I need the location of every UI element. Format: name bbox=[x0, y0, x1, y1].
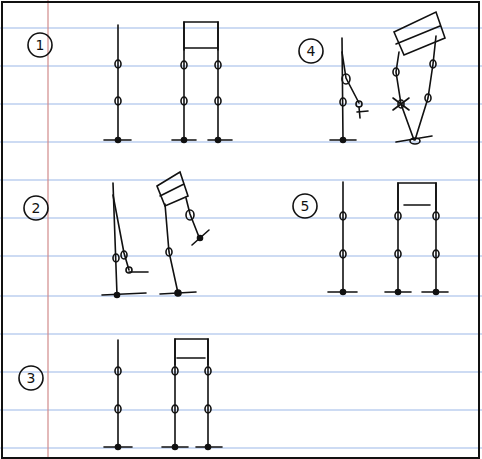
step-number: 1 bbox=[36, 38, 45, 52]
circled-number: 1 bbox=[27, 32, 53, 58]
leg-figure-3 bbox=[104, 339, 222, 450]
leg-figure-4 bbox=[330, 12, 445, 144]
step-number: 3 bbox=[27, 371, 36, 385]
circled-number: 3 bbox=[18, 365, 44, 391]
circled-number: 5 bbox=[292, 193, 318, 219]
leg-figure-1 bbox=[104, 22, 232, 143]
margin-line bbox=[47, 0, 48, 459]
leg-figure-5 bbox=[328, 182, 448, 295]
circled-number: 4 bbox=[298, 38, 324, 64]
step-number: 5 bbox=[301, 199, 310, 213]
step-number: 2 bbox=[32, 201, 41, 215]
circled-number: 2 bbox=[23, 195, 49, 221]
leg-figure-2 bbox=[102, 172, 209, 298]
step-number: 4 bbox=[307, 44, 316, 58]
ruled-lines bbox=[0, 28, 482, 448]
